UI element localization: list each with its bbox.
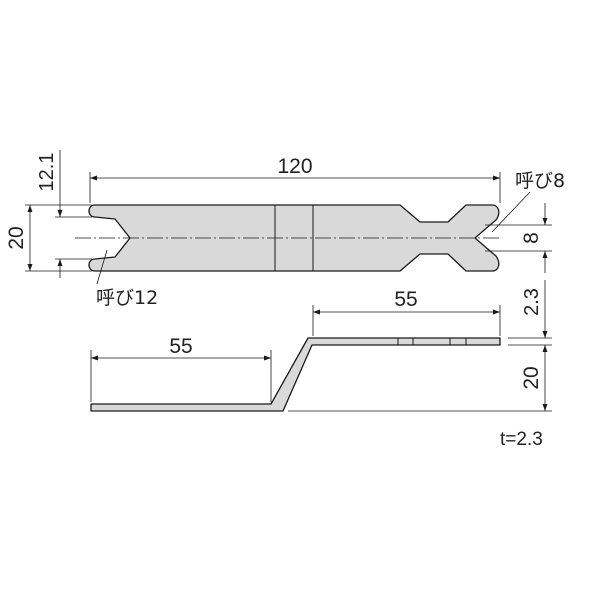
label-wide-jaw: 呼び12 [96, 287, 158, 309]
leader-wide-jaw [96, 249, 108, 285]
thickness-note: t=2.3 [500, 429, 543, 450]
leader-narrow-jaw [491, 191, 531, 233]
top-view: 120 20 12.1 8 呼び12 呼び8 [5, 150, 565, 309]
dim-label-20-width: 20 [5, 226, 28, 249]
wrench-profile [90, 337, 501, 412]
dim-label-12-1: 12.1 [36, 153, 58, 192]
dim-label-120: 120 [277, 155, 312, 178]
label-narrow-jaw: 呼び8 [515, 170, 565, 192]
dim-label-55-right: 55 [394, 288, 417, 311]
dim-label-8: 8 [520, 232, 543, 244]
dim-label-2-3: 2.3 [521, 288, 543, 316]
side-view: 55 55 2.3 20 t=2.3 [90, 280, 552, 450]
dim-label-55-left: 55 [169, 335, 192, 358]
dim-label-20-offset: 20 [520, 366, 543, 389]
